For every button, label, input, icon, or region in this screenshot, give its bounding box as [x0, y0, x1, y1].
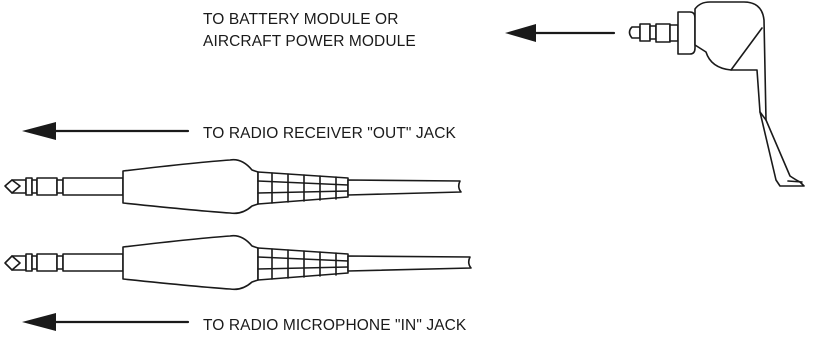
battery-label-line-1: TO BATTERY MODULE OR: [203, 11, 399, 28]
battery-label: TO BATTERY MODULE OR AIRCRAFT POWER MODU…: [203, 9, 416, 53]
microphone-plug: [4, 234, 472, 291]
receiver-arrow: [22, 122, 190, 140]
battery-label-line-2: AIRCRAFT POWER MODULE: [203, 33, 416, 50]
receiver-plug: [4, 158, 462, 215]
microphone-label: TO RADIO MICROPHONE "IN" JACK: [203, 317, 467, 334]
receiver-label: TO RADIO RECEIVER "OUT" JACK: [203, 125, 456, 142]
microphone-arrow: [22, 313, 190, 331]
right-angle-plug: [628, 1, 805, 187]
battery-arrow: [505, 24, 616, 42]
